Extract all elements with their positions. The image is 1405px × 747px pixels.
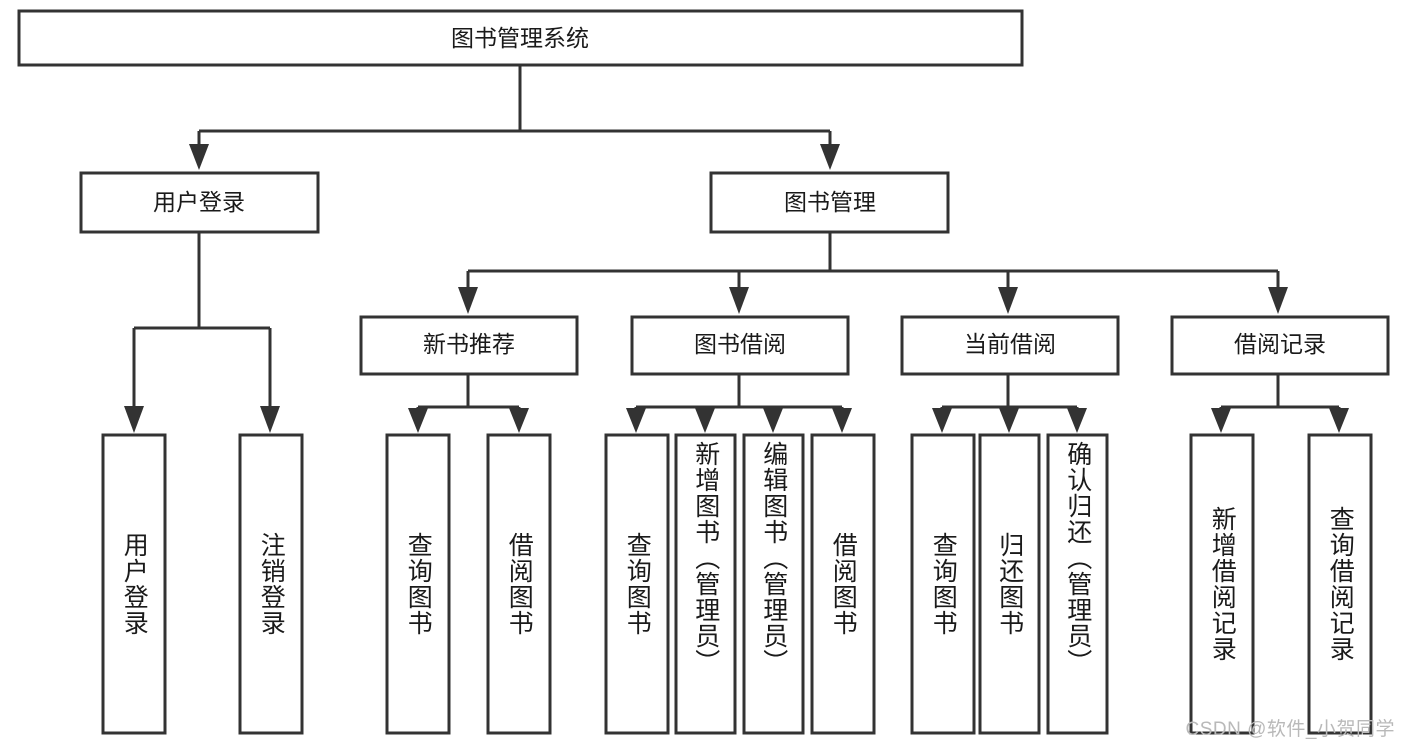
node-borrow-record[interactable]: 借阅记录	[1170, 315, 1390, 376]
connector-group-user-login	[124, 232, 280, 433]
arrow-head-leaf-confirm-return	[1067, 408, 1087, 433]
node-book-manage-label: 图书管理	[784, 189, 876, 215]
arrow-head-user-login	[189, 144, 209, 170]
node-new-book-rec[interactable]: 新书推荐	[359, 315, 579, 376]
node-book-manage-box[interactable]	[709, 171, 950, 234]
node-new-book-rec-label: 新书推荐	[423, 331, 515, 357]
node-borrow-record-box[interactable]	[1170, 315, 1390, 376]
connector-group-book-manage	[458, 232, 1288, 314]
node-leaf-borrow-book-1-box[interactable]	[486, 433, 552, 735]
node-current-borrow-label: 当前借阅	[964, 331, 1056, 357]
node-book-borrow-label: 图书借阅	[694, 331, 786, 357]
arrow-head-leaf-return-book	[999, 408, 1019, 433]
arrow-head-borrow-record	[1268, 287, 1288, 314]
arrow-head-leaf-query-book-2	[626, 408, 646, 433]
arrow-head-leaf-query-record	[1329, 408, 1349, 433]
connector-group-current-borrow	[932, 375, 1087, 433]
node-leaf-confirm-return-box[interactable]	[1046, 433, 1109, 735]
node-root[interactable]: 图书管理系统	[17, 9, 1024, 67]
arrow-head-new-book-rec	[458, 287, 478, 314]
node-leaf-user-login-box[interactable]	[101, 433, 167, 735]
node-user-login-label: 用户登录	[153, 189, 245, 215]
node-leaf-add-record-box[interactable]	[1189, 433, 1255, 735]
connector-group-new-book-rec	[408, 375, 529, 433]
node-borrow-record-label: 借阅记录	[1234, 331, 1326, 357]
node-leaf-query-book-1-box[interactable]	[385, 433, 451, 735]
csdn-watermark: CSDN @软件_小贺同学	[1185, 719, 1395, 740]
node-book-manage[interactable]: 图书管理	[709, 171, 950, 234]
arrow-head-leaf-add-record	[1211, 408, 1231, 433]
arrow-head-leaf-edit-book	[763, 408, 783, 433]
arrow-head-current-borrow	[998, 287, 1018, 314]
connector-group-borrow-record	[1211, 375, 1349, 433]
node-leaf-query-book-2-box[interactable]	[604, 433, 670, 735]
node-leaf-logout-login-box[interactable]	[238, 433, 304, 735]
node-leaf-query-book-3-box[interactable]	[910, 433, 976, 735]
node-book-borrow-box[interactable]	[630, 315, 850, 376]
node-root-label: 图书管理系统	[451, 25, 589, 51]
arrow-head-book-borrow	[729, 287, 749, 314]
node-leaf-query-record-box[interactable]	[1307, 433, 1373, 735]
arrow-head-leaf-add-book	[695, 408, 715, 433]
arrow-head-book-manage	[820, 144, 840, 170]
node-book-borrow[interactable]: 图书借阅	[630, 315, 850, 376]
arrow-head-leaf-user-login	[124, 406, 144, 433]
connector-group-book-borrow	[626, 375, 852, 433]
node-user-login[interactable]: 用户登录	[79, 171, 320, 234]
arrow-head-leaf-logout-login	[260, 406, 280, 433]
node-leaf-add-book-box[interactable]	[674, 433, 737, 735]
arrow-head-leaf-borrow-book-2	[832, 408, 852, 433]
node-current-borrow-box[interactable]	[900, 315, 1120, 376]
connector-group-root	[189, 65, 840, 170]
node-leaf-edit-book-box[interactable]	[742, 433, 805, 735]
node-leaf-borrow-book-2-box[interactable]	[810, 433, 876, 735]
node-user-login-box[interactable]	[79, 171, 320, 234]
node-root-box[interactable]	[17, 9, 1024, 67]
arrow-head-leaf-query-book-3	[932, 408, 952, 433]
arrow-head-leaf-borrow-book-1	[509, 408, 529, 433]
arrow-head-leaf-query-book-1	[408, 408, 428, 433]
node-leaf-return-book-box[interactable]	[978, 433, 1041, 735]
node-current-borrow[interactable]: 当前借阅	[900, 315, 1120, 376]
node-new-book-rec-box[interactable]	[359, 315, 579, 376]
